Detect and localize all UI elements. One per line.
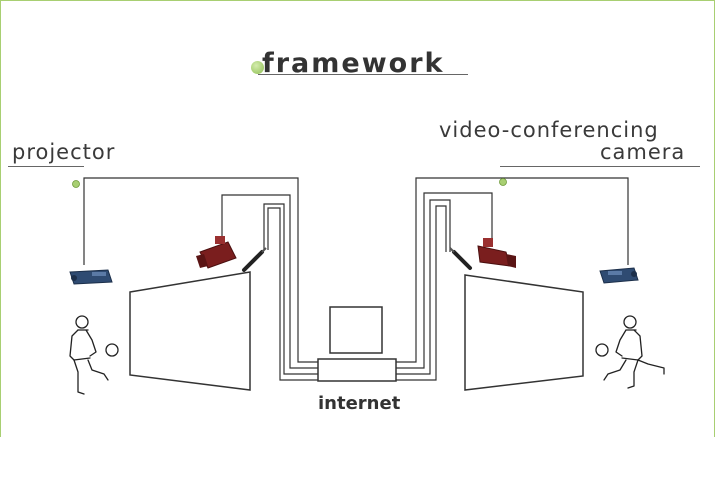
left-projector-icon [69,269,113,285]
left-projector-cable [83,177,318,363]
left-projection-screen [129,271,251,391]
right-projector-icon [599,267,639,284]
right-ball-icon [595,343,609,357]
video-conferencing-label: video-conferencing [439,118,659,142]
camera-pointer-icon [499,178,507,186]
camera-label: camera [600,140,686,164]
diagram-title: framework [262,48,445,79]
left-camera-cable [221,194,318,369]
monitor-icon [329,306,383,354]
right-projector-cable [396,177,629,363]
right-microphone-icon [449,247,472,270]
right-person-kicking-icon [603,315,665,389]
left-ball-icon [105,343,119,357]
right-camera-icon [477,238,516,268]
projector-underline [8,166,84,167]
internet-label: internet [318,393,401,414]
left-camera-icon [196,236,237,269]
right-microphone-cable [396,199,451,375]
projector-label: projector [12,140,116,164]
right-projection-screen [464,274,584,391]
projector-pointer-icon [72,180,80,188]
camera-underline [500,166,700,167]
network-box-icon [317,358,397,382]
left-microphone-cable [263,203,318,375]
title-bullet-icon [251,61,264,74]
title-underline [258,74,468,75]
right-camera-cable [396,192,493,369]
left-person-kicking-icon [69,315,109,395]
left-microphone-icon [242,247,267,272]
